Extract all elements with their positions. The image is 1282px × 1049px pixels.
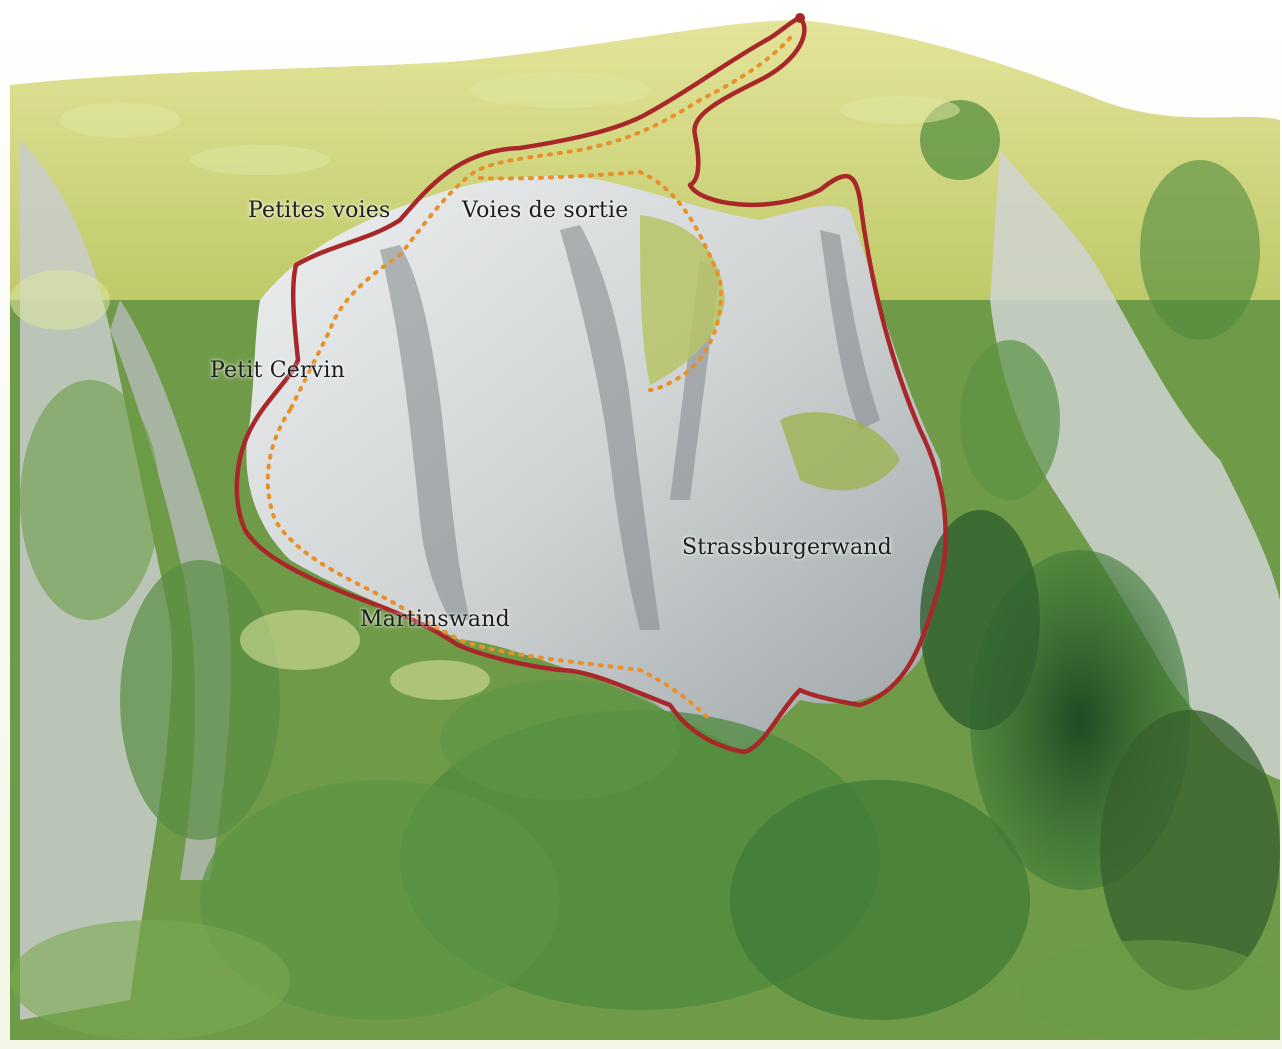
green-ledge — [640, 215, 725, 385]
sector-outline — [234, 15, 948, 755]
label-petites-voies: Petites voies — [248, 198, 391, 223]
summit-marker — [795, 13, 805, 23]
label-martinswand: Martinswand — [360, 607, 510, 632]
grass-patch — [780, 412, 900, 491]
right-rock-spurs — [990, 150, 1280, 780]
label-voies-de-sortie: Voies de sortie — [462, 198, 629, 223]
label-petit-cervin: Petit Cervin — [210, 358, 345, 383]
route-dotted-lines — [265, 36, 792, 722]
label-strassburgerwand: Strassburgerwand — [682, 535, 892, 560]
forest — [10, 100, 1280, 1040]
rock-shadows — [380, 225, 880, 630]
meadow-flecks — [10, 72, 960, 700]
